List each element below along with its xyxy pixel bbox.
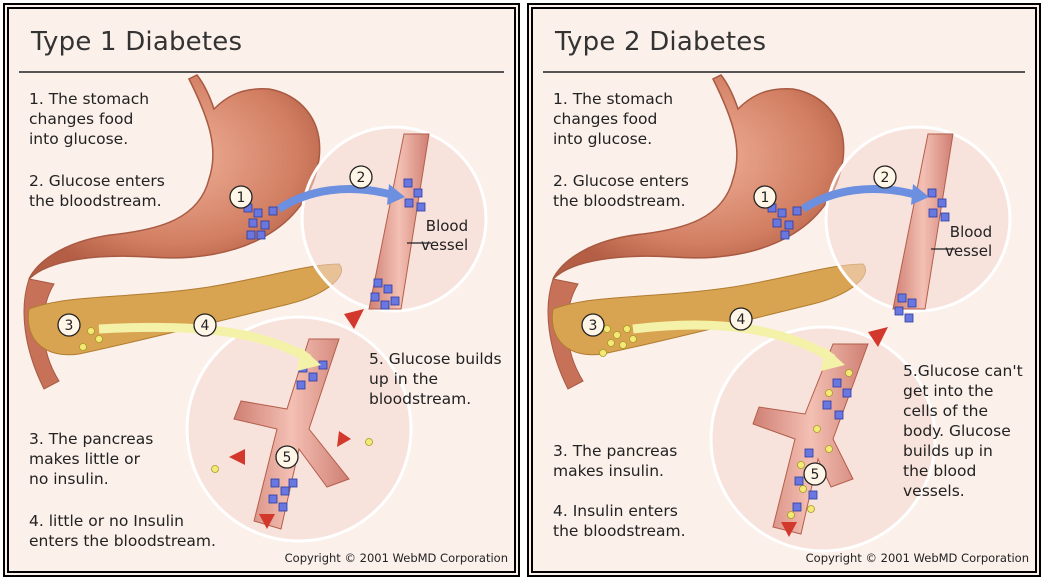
marker-1-text: 1 bbox=[237, 190, 246, 206]
step-5-caption: 5.Glucose can't get into the cells of th… bbox=[903, 361, 1023, 501]
type1-panel: 1 2 3 4 5 Type 1 Diabetes 1. The stomach… bbox=[3, 3, 520, 577]
blood-vessel-label: Blood vessel bbox=[421, 217, 468, 255]
step-3-caption: 3. The pancreas makes insulin. bbox=[553, 441, 677, 481]
copyright-notice: Copyright © 2001 WebMD Corporation bbox=[806, 551, 1029, 565]
step-2-caption: 2. Glucose enters the bloodstream. bbox=[553, 171, 689, 211]
marker-1-text: 1 bbox=[761, 190, 770, 206]
step-5-caption: 5. Glucose builds up in the bloodstream. bbox=[369, 349, 502, 409]
panel-title: Type 1 Diabetes bbox=[31, 27, 242, 57]
step-3-caption: 3. The pancreas makes little or no insul… bbox=[29, 429, 153, 489]
copyright-notice: Copyright © 2001 WebMD Corporation bbox=[285, 551, 508, 565]
title-divider bbox=[543, 71, 1025, 73]
step-1-caption: 1. The stomach changes food into glucose… bbox=[553, 89, 673, 149]
step-2-caption: 2. Glucose enters the bloodstream. bbox=[29, 171, 165, 211]
marker-4-text: 4 bbox=[201, 318, 210, 334]
panel-title: Type 2 Diabetes bbox=[555, 27, 766, 57]
marker-2-text: 2 bbox=[357, 170, 366, 186]
marker-2-text: 2 bbox=[881, 170, 890, 186]
marker-3-text: 3 bbox=[65, 318, 74, 334]
step-4-caption: 4. little or no Insulin enters the blood… bbox=[29, 511, 216, 551]
blood-vessel-label: Blood vessel bbox=[945, 223, 992, 261]
step-1-caption: 1. The stomach changes food into glucose… bbox=[29, 89, 149, 149]
marker-3-text: 3 bbox=[589, 318, 598, 334]
marker-5-text: 5 bbox=[811, 467, 820, 483]
step-4-caption: 4. Insulin enters the bloodstream. bbox=[553, 501, 686, 541]
title-divider bbox=[19, 71, 504, 73]
marker-4-text: 4 bbox=[737, 312, 746, 328]
red-arrow-top bbox=[344, 309, 364, 329]
type2-panel: 1 2 3 4 5 Type 2 Diabetes 1. The stomach… bbox=[527, 3, 1041, 577]
marker-5-text: 5 bbox=[283, 450, 292, 466]
